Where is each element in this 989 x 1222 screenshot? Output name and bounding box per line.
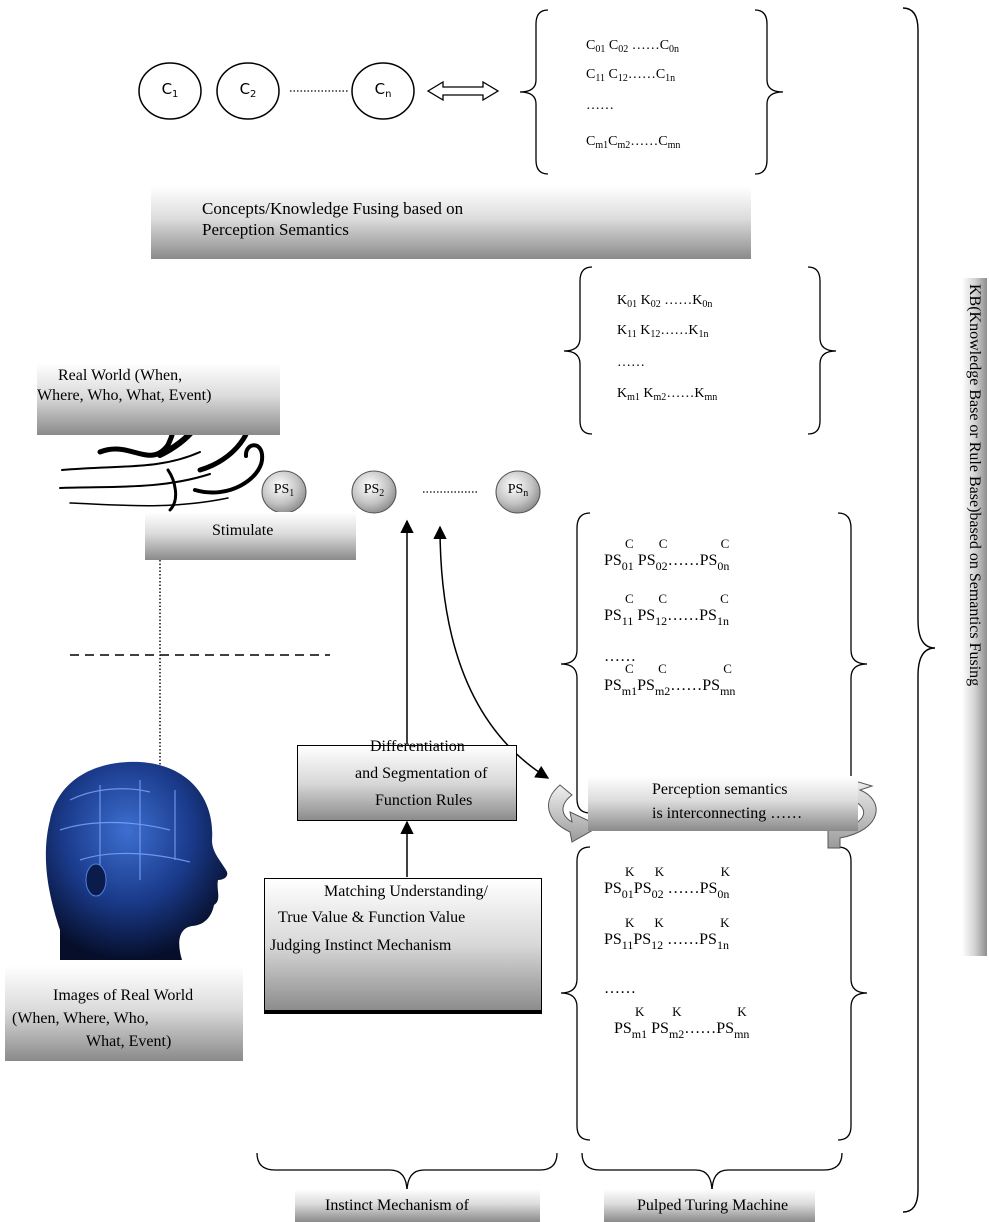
psk-matrix-left-brace (560, 846, 591, 1141)
ps-node-n-label: PSn (507, 482, 529, 499)
turing-line-1: Pulped Turing Machine (637, 1197, 789, 1214)
real-world-line-1: Real World (When, (58, 367, 183, 384)
differentiation-line-2: and Segmentation of (355, 765, 488, 782)
perception-line-2: is interconnecting …… (652, 805, 803, 822)
turing-box (604, 1189, 815, 1222)
instinct-line-1: Instinct Mechanism of (325, 1197, 469, 1214)
k-matrix-row-3: Km1 Km2……Kmn (617, 386, 718, 403)
c-matrix-row-0: C01 C02 ……C0n (586, 38, 680, 55)
real-world-line-2: Where, Who, What, Event) (37, 387, 212, 404)
concept-c1-label: C1 (161, 80, 179, 100)
psk-matrix-right-brace (837, 846, 868, 1141)
kb-right-brace (902, 7, 936, 1213)
differentiation-line-3: Function Rules (375, 792, 473, 809)
c-matrix-row-1: C11 C12……C1n (586, 67, 676, 84)
instinct-bottom-brace (256, 1152, 558, 1193)
matching-spacer-2 (264, 1012, 542, 1014)
psc-row-dots: …… (604, 648, 636, 665)
ps-node-2 (351, 470, 397, 514)
kb-vertical-banner: KB(Knowledge Base or Rule Base)based on … (962, 278, 987, 956)
c-matrix-row-2: …… (586, 98, 614, 113)
images-line-1: Images of Real World (53, 987, 194, 1004)
stimulate-label: Stimulate (212, 522, 274, 539)
double-hollow-arrow (426, 80, 500, 102)
ps-node-2-label: PS2 (363, 482, 385, 499)
instinct-box (295, 1189, 540, 1222)
images-real-world-box (5, 966, 243, 1061)
matching-box (264, 878, 542, 1011)
k-matrix-row-0: K01 K02 ……K0n (617, 293, 713, 310)
differentiation-box (297, 745, 517, 821)
differentiation-line-1: Differentiation (370, 738, 465, 755)
curved-arrow-ps-perception (433, 525, 550, 779)
stimulate-box (145, 512, 356, 560)
psk-row-dots: …… (604, 980, 636, 997)
matching-line-1: Matching Understanding/ (324, 883, 488, 900)
concept-cn-label: Cn (374, 80, 392, 100)
c-matrix-left-brace (519, 9, 549, 175)
psc-matrix-left-brace (560, 512, 591, 814)
concepts-fusing-banner (151, 186, 751, 259)
concept-circle-2 (216, 62, 280, 120)
fusing-label-line-1: Concepts/Knowledge Fusing based on (202, 199, 464, 218)
concept-circle-n (351, 62, 415, 120)
concept-circle-1 (138, 62, 202, 120)
turing-bottom-brace (581, 1152, 843, 1193)
matching-line-3: Judging Instinct Mechanism (270, 937, 452, 954)
c-matrix-row-3: Cm1Cm2……Cmn (586, 134, 681, 151)
k-matrix-row-2: …… (617, 355, 645, 370)
kb-label: KB(Knowledge Base or Rule Base)based on … (966, 284, 983, 687)
psc-matrix-right-brace (837, 512, 868, 814)
k-matrix-right-brace (807, 266, 837, 435)
images-line-3: What, Event) (86, 1033, 172, 1050)
head-image (45, 761, 228, 960)
fusing-label-line-2: Perception Semantics (202, 220, 349, 239)
concept-c2-label: C2 (239, 80, 257, 100)
ps-node-n (495, 470, 541, 514)
ps-node-1-label: PS1 (273, 482, 295, 499)
real-world-box (37, 363, 280, 435)
perception-box (588, 776, 858, 831)
c-matrix-right-brace (754, 9, 784, 175)
images-line-2: (When, Where, Who, (12, 1010, 149, 1027)
matching-line-2: True Value & Function Value (278, 909, 466, 926)
k-matrix-left-brace (563, 266, 593, 435)
k-matrix-row-1: K11 K12……K1n (617, 323, 709, 340)
perception-line-1: Perception semantics (652, 781, 788, 798)
